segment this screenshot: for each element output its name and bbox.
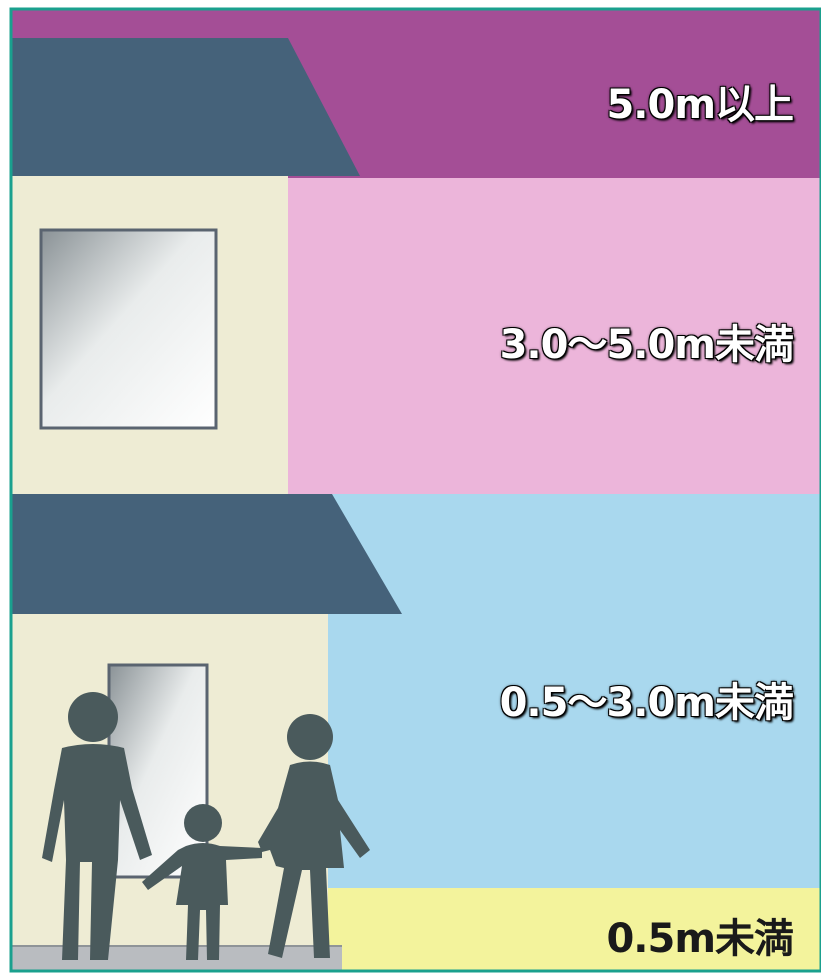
mother-silhouette <box>258 714 370 958</box>
band-label-over-5m: 5.0m以上 <box>606 82 794 128</box>
band-label-3-to-5m: 3.0～5.0m未満 <box>499 322 794 368</box>
band-label-0-5-to-3m: 0.5～3.0m未満 <box>499 680 794 726</box>
band-label-under-0-5m: 0.5m未満 <box>606 916 794 962</box>
top-roof <box>12 38 360 176</box>
child-silhouette <box>142 804 262 960</box>
ground-strip <box>12 946 342 970</box>
frame-border <box>9 7 821 973</box>
middle-roof <box>12 494 402 614</box>
adult-silhouette <box>42 692 152 960</box>
upper-window <box>39 228 218 430</box>
